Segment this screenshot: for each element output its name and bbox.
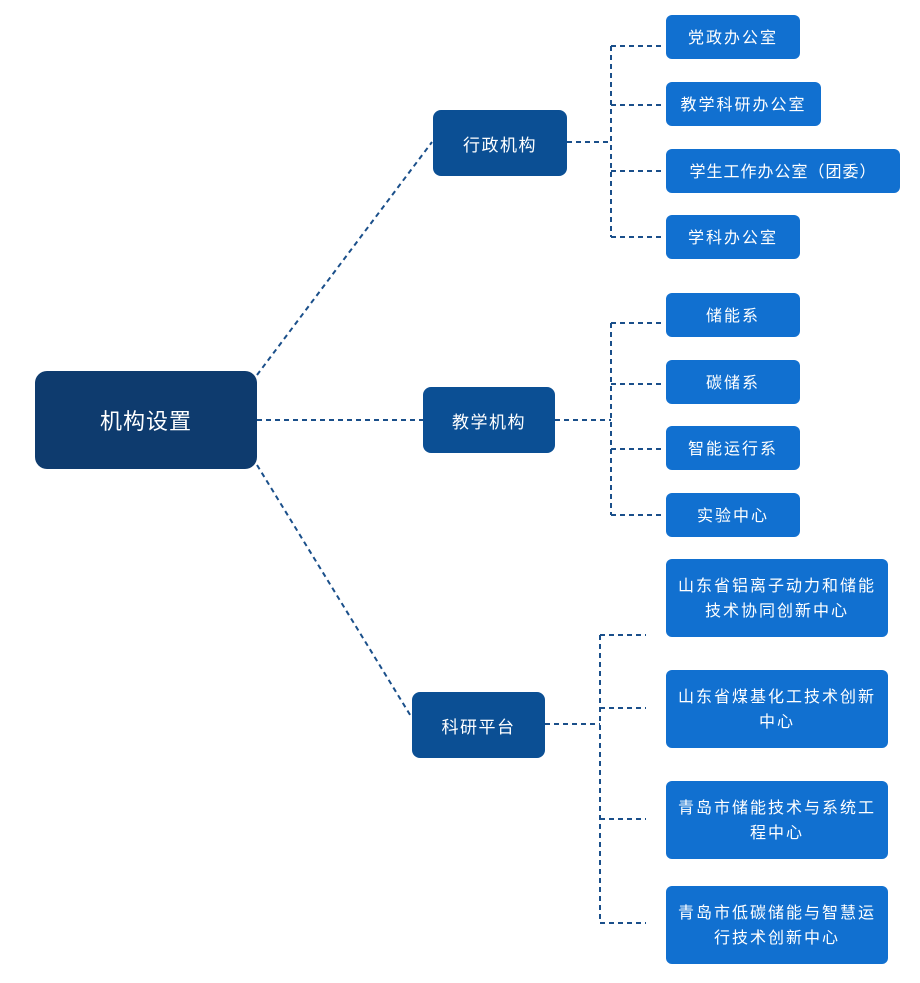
leaf-lab-center: 实验中心 xyxy=(666,493,800,537)
leaf-smart-operation-dept: 智能运行系 xyxy=(666,426,800,470)
leaf-discipline-office: 学科办公室 xyxy=(666,215,800,259)
leaf-energy-storage-dept: 储能系 xyxy=(666,293,800,337)
leaf-student-affairs-office: 学生工作办公室（团委） xyxy=(666,149,900,193)
branch-admin-label: 行政机构 xyxy=(463,135,537,156)
leaf-aluminum-ion-center: 山东省铝离子动力和储能技术协同创新中心 xyxy=(666,559,888,637)
leaf-party-office: 党政办公室 xyxy=(666,15,800,59)
branch-teaching: 教学机构 xyxy=(423,387,555,453)
root-label: 机构设置 xyxy=(99,410,192,435)
leaf-low-carbon-center: 青岛市低碳储能与智慧运行技术创新中心 xyxy=(666,886,888,964)
branch-teaching-label: 教学机构 xyxy=(452,412,526,433)
connector-root-admin xyxy=(256,141,433,376)
branch-admin: 行政机构 xyxy=(433,110,567,176)
leaf-coal-chemical-center: 山东省煤基化工技术创新中心 xyxy=(666,670,888,748)
root-node: 机构设置 xyxy=(35,371,257,469)
leaf-storage-system-center: 青岛市储能技术与系统工程中心 xyxy=(666,781,888,859)
leaf-carbon-storage-dept: 碳储系 xyxy=(666,360,800,404)
branch-research: 科研平台 xyxy=(412,692,545,758)
connector-root-research xyxy=(256,464,413,719)
leaf-teaching-research-office: 教学科研办公室 xyxy=(666,82,821,126)
branch-research-label: 科研平台 xyxy=(441,717,516,738)
